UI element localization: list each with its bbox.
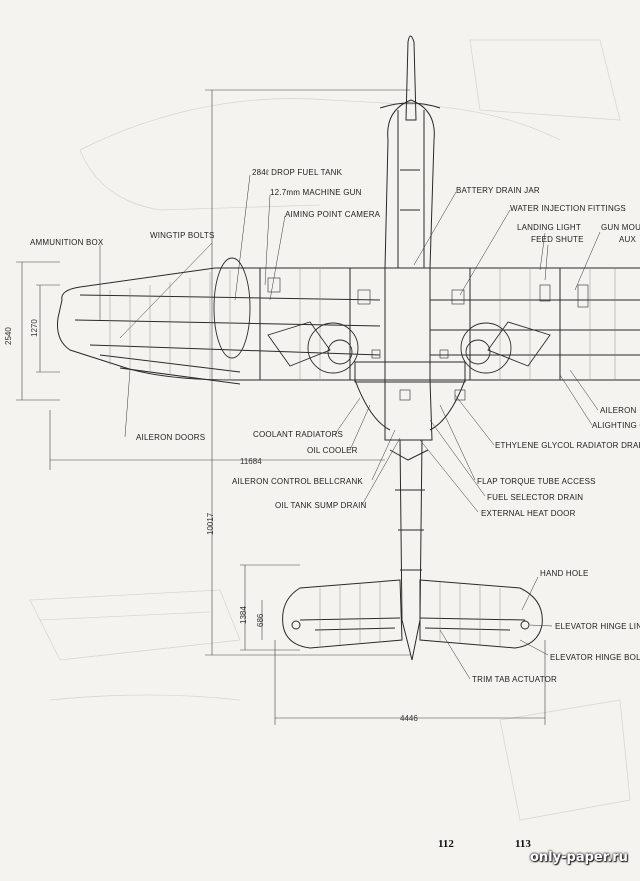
label-water-injection-fittings: WATER INJECTION FITTINGS	[510, 204, 626, 213]
label-fuel-selector-drain: FUEL SELECTOR DRAIN	[487, 493, 583, 502]
label-aiming-point-camera: AIMING POINT CAMERA	[285, 210, 380, 219]
dim-half-span: 11684	[240, 457, 262, 466]
label-aileron-doors: AILERON DOORS	[136, 433, 205, 442]
label-elevator-hinge-bolt: ELEVATOR HINGE BOLT	[550, 653, 640, 662]
label-aileron-right: AILERON	[600, 406, 637, 415]
page-number-right: 113	[515, 838, 531, 850]
label-hand-hole: HAND HOLE	[540, 569, 588, 578]
label-coolant-radiators: COOLANT RADIATORS	[253, 430, 343, 439]
dim-tail-span: 4446	[400, 714, 418, 723]
label-drop-fuel-tank: 284ℓ DROP FUEL TANK	[252, 168, 342, 177]
wing	[58, 268, 640, 384]
tail-rib-lines	[320, 582, 500, 646]
dim-wing-chord-tip: 1270	[30, 319, 39, 337]
horizontal-tail	[283, 580, 543, 648]
leader-lines	[100, 175, 600, 679]
label-oil-cooler: OIL COOLER	[307, 446, 358, 455]
label-oil-tank-sump-drain: OIL TANK SUMP DRAIN	[275, 501, 367, 510]
label-external-heat-door: EXTERNAL HEAT DOOR	[481, 509, 576, 518]
label-alighting-gear: ALIGHTING GE	[592, 421, 640, 430]
label-elevator-hinge-line: ELEVATOR HINGE LINE	[555, 622, 640, 631]
dim-elevator-chord: 686	[256, 614, 265, 627]
label-ammunition-box: AMMUNITION BOX	[30, 238, 103, 247]
label-ethylene-glycol: ETHYLENE GLYCOL RADIATOR DRAIN	[495, 441, 640, 450]
dim-wing-chord-root: 2540	[4, 327, 13, 345]
label-aileron-control-bellcrank: AILERON CONTROL BELLCRANK	[232, 477, 363, 486]
label-trim-tab-actuator: TRIM TAB ACTUATOR	[472, 675, 557, 684]
fuselage	[355, 36, 465, 660]
label-gun-mount: GUN MOUN	[601, 223, 640, 232]
wing-rib-lines	[110, 268, 615, 380]
label-landing-light: LANDING LIGHT	[517, 223, 581, 232]
page-number-left: 112	[438, 838, 454, 850]
label-machine-gun: 12.7mm MACHINE GUN	[270, 188, 362, 197]
label-aux: AUX	[619, 235, 636, 244]
label-wingtip-bolts: WINGTIP BOLTS	[150, 231, 215, 240]
label-feed-shute: FEED SHUTE	[531, 235, 584, 244]
drop-tank	[214, 258, 250, 358]
label-flap-torque-tube: FLAP TORQUE TUBE ACCESS	[477, 477, 596, 486]
dim-tail-chord: 1384	[239, 606, 248, 624]
label-battery-drain-jar: BATTERY DRAIN JAR	[456, 186, 540, 195]
watermark: only-paper.ru	[530, 850, 628, 865]
dim-fuselage-length: 10017	[206, 513, 215, 535]
